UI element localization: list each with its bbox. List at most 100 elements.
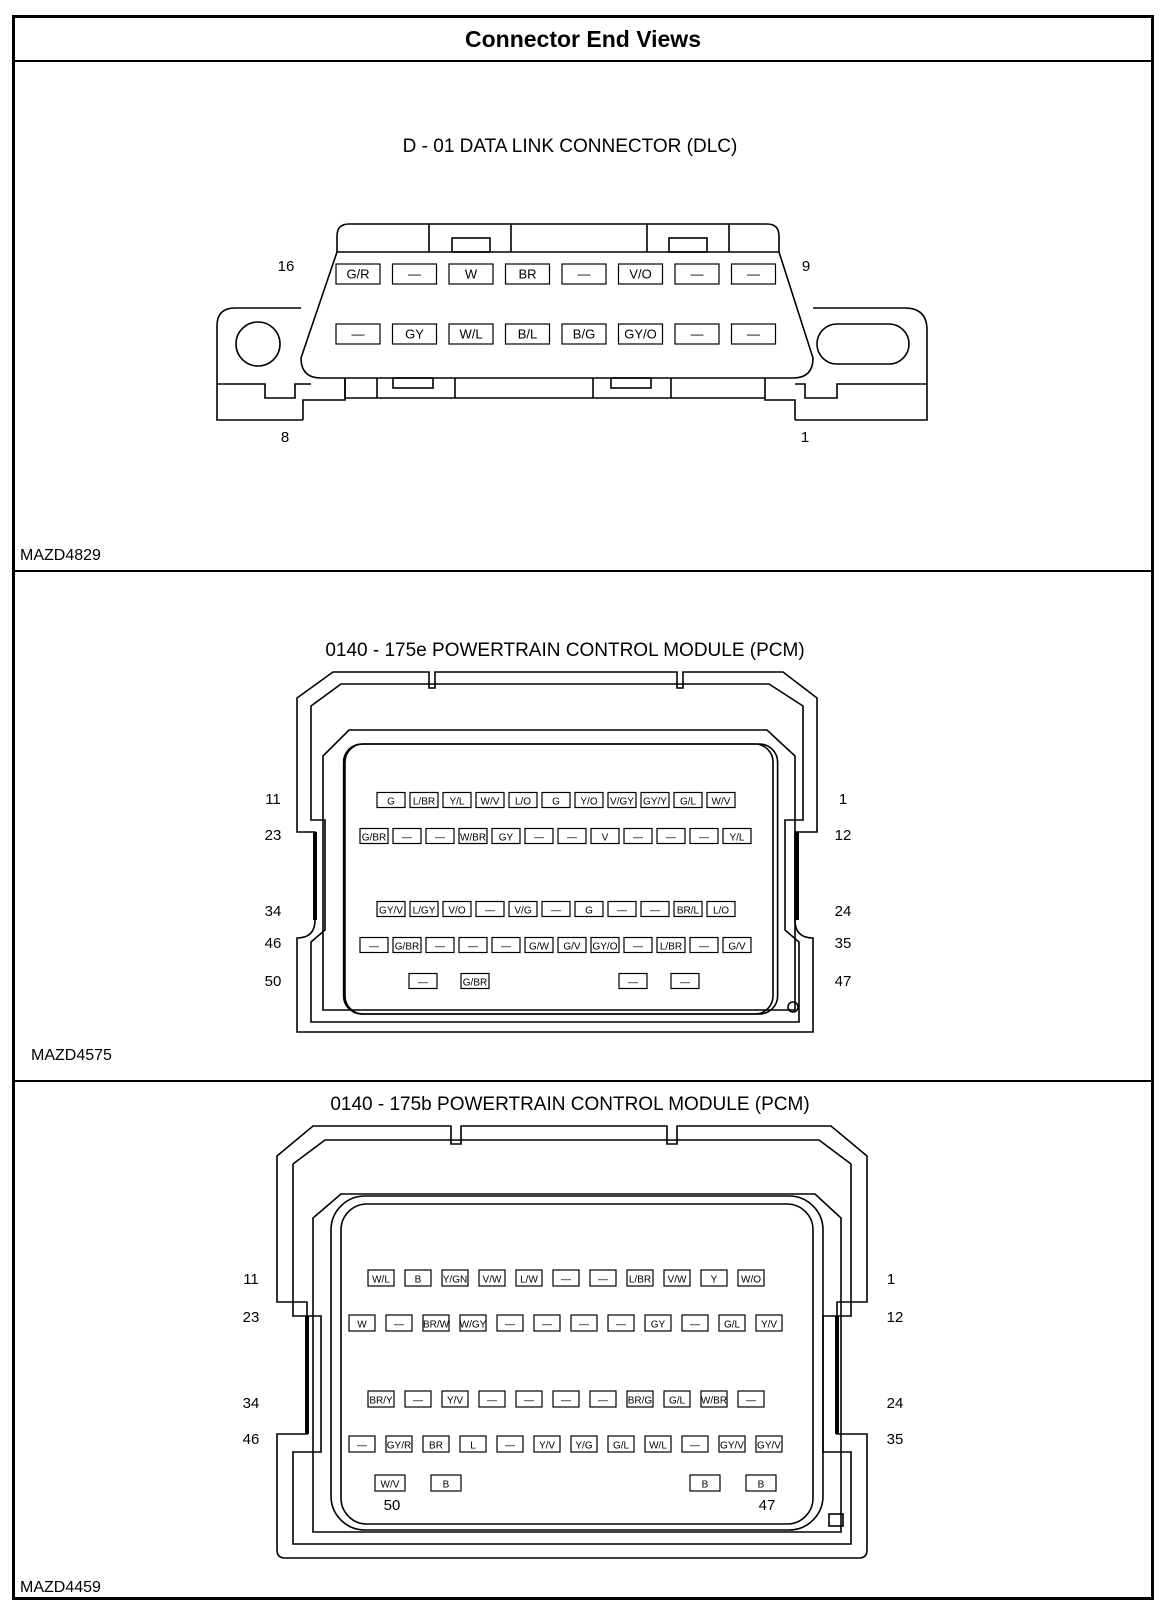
pcm-175b-pin: G/L — [718, 1314, 746, 1332]
pcm-175e-pin-wire-color: V/O — [448, 906, 465, 917]
pcm-175e-pin-box — [557, 827, 587, 845]
pcm-175b-pin: GY — [644, 1314, 672, 1332]
pcm-175e-pin: — — [475, 900, 505, 918]
connector-sheet: Connector End Views D - 01 DATA LINK CON… — [12, 15, 1154, 1600]
pcm-175b-pin-wire-color: V/W — [668, 1275, 687, 1286]
pcm-175b-pin-box — [404, 1269, 432, 1287]
pcm-175b-pin: B — [430, 1474, 462, 1492]
pcm-175e-pin-box — [475, 900, 505, 918]
pcm-175e-pin-box — [541, 791, 571, 809]
pcm-175b-row-label-left-1: 11 — [243, 1271, 259, 1288]
dlc-label-pin-8: 8 — [281, 429, 289, 446]
pcm-175e-pin: G/BR — [359, 827, 389, 845]
pcm-175b-pin-box — [718, 1435, 746, 1453]
pcm-175b-pin: L/W — [515, 1269, 543, 1287]
pcm-175b-figure-id: MAZD4459 — [20, 1579, 101, 1596]
pcm-175b-pin: V/W — [478, 1269, 506, 1287]
dlc-pin-wire-color: W — [465, 267, 478, 282]
pcm-175b-pin: BR/G — [626, 1390, 654, 1408]
pcm-175b-pin-box — [478, 1269, 506, 1287]
pcm-175e-pin: — — [557, 827, 587, 845]
pcm-175e-pin-box — [491, 936, 521, 954]
pcm-175e-pin-wire-color: V/G — [514, 906, 531, 917]
pcm-175e-pin-box — [656, 827, 686, 845]
pcm-175e-pin-box — [574, 791, 604, 809]
pcm-175e-pin-box — [442, 900, 472, 918]
pcm-175e-pin-box — [673, 900, 703, 918]
pcm-175b-row-label-left-5: 50 — [384, 1497, 401, 1514]
pcm-175e-pin-box — [409, 900, 439, 918]
pcm-175b-pin-wire-color: B — [443, 1480, 450, 1491]
pcm-175e-row-label-right-5: 47 — [835, 973, 852, 990]
pcm-175e-row-label-right-1: 1 — [839, 791, 847, 808]
pcm-175e-pin-box — [442, 791, 472, 809]
pcm-175b-pin: — — [607, 1314, 635, 1332]
pcm-175e-pin: G — [541, 791, 571, 809]
dlc-pin-wire-color: — — [691, 327, 704, 342]
pcm-175b-pin-box — [755, 1435, 783, 1453]
pcm-175b-pin-wire-color: W/L — [649, 1441, 667, 1452]
pcm-175b-pin-box — [644, 1314, 672, 1332]
dlc-pin: B/G — [561, 323, 607, 345]
pcm-175e-pin: L/O — [706, 900, 736, 918]
pcm-175b-pin-wire-color: — — [579, 1320, 589, 1331]
pcm-175b-panel: 0140 - 175b POWERTRAIN CONTROL MODULE (P… — [15, 1080, 1151, 1600]
pcm-175e-pin: G — [376, 791, 406, 809]
pcm-175e-pin-box — [590, 936, 620, 954]
dlc-pin: — — [674, 263, 720, 285]
pcm-175e-pin: — — [670, 972, 700, 990]
pcm-175e-pin: V/O — [442, 900, 472, 918]
pcm-175b-pin-box — [385, 1314, 413, 1332]
dlc-pin-wire-color: — — [747, 267, 760, 282]
pcm-175e-pin: BR/L — [673, 900, 703, 918]
pcm-175e-diagram: 0140 - 175e POWERTRAIN CONTROL MODULE (P… — [31, 640, 852, 1064]
dlc-pin: B/L — [504, 323, 551, 345]
pcm-175b-pin: — — [552, 1390, 580, 1408]
pcm-175b-pin-box — [459, 1314, 487, 1332]
pcm-175b-pin: — — [589, 1269, 617, 1287]
pcm-175b-pin-wire-color: — — [524, 1396, 534, 1407]
pcm-175b-pin-wire-color: W/GY — [460, 1320, 487, 1331]
pcm-175b-row-label-left-4: 46 — [243, 1431, 260, 1448]
dlc-pin-wire-color: B/G — [573, 327, 595, 342]
pcm-175e-pin-box — [508, 900, 538, 918]
pcm-175e-pin-wire-color: — — [650, 906, 660, 917]
pcm-175b-diagram: 0140 - 175b POWERTRAIN CONTROL MODULE (P… — [20, 1094, 903, 1596]
pcm-175b-pin-wire-color: GY/V — [720, 1441, 744, 1452]
pcm-175e-pin-wire-color: — — [402, 833, 412, 844]
pcm-175b-pin-box — [348, 1435, 376, 1453]
pcm-175e-pin-box — [491, 827, 521, 845]
pcm-175e-pin-box — [689, 936, 719, 954]
pcm-175e-pin-wire-color: L/GY — [413, 906, 436, 917]
pcm-175e-pin-wire-color: — — [699, 942, 709, 953]
pcm-175e-row-label-left-4: 46 — [265, 935, 282, 952]
pcm-175e-pin-box — [673, 791, 703, 809]
pcm-175b-pin-box — [430, 1474, 462, 1492]
dlc-pin-box — [730, 263, 777, 285]
dlc-pin-box — [617, 323, 664, 345]
pcm-175b-pin-wire-color: B — [758, 1480, 765, 1491]
dlc-pin-wire-color: — — [691, 267, 704, 282]
dlc-pin-wire-color: G/R — [346, 267, 369, 282]
pcm-175e-pin: G/V — [722, 936, 752, 954]
pcm-175b-pin: G/L — [663, 1390, 691, 1408]
pcm-175e-pin: G/W — [524, 936, 554, 954]
pcm-175e-pin-wire-color: — — [485, 906, 495, 917]
pcm-175e-pin: — — [359, 936, 389, 954]
pcm-175e-row-label-right-4: 35 — [835, 935, 852, 952]
sheet-header: Connector End Views — [15, 18, 1151, 62]
pcm-175b-pin-box — [700, 1269, 728, 1287]
pcm-175b-pin-wire-color: BR — [429, 1441, 443, 1452]
pcm-175e-pin-box — [722, 827, 752, 845]
pcm-175e-pin-box — [458, 827, 488, 845]
pcm-175b-row-label-left-2: 23 — [243, 1309, 260, 1326]
dlc-pin-box — [617, 263, 664, 285]
pcm-175b-pin: W/GY — [459, 1314, 487, 1332]
pcm-175b-pin-wire-color: GY/V — [757, 1441, 781, 1452]
sheet-title: Connector End Views — [464, 25, 701, 52]
pcm-175b-pin-wire-color: — — [505, 1320, 515, 1331]
pcm-175b-pin: W/O — [737, 1269, 765, 1287]
pcm-175b-pin-wire-color: GY — [651, 1320, 666, 1331]
pcm-175e-pin-box — [425, 936, 455, 954]
